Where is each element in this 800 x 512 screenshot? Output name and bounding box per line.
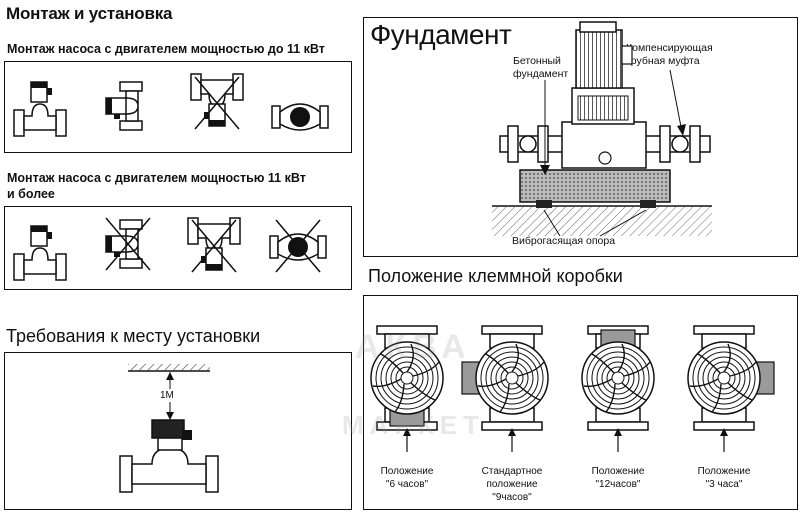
terminal-position-12 <box>581 325 655 453</box>
site-requirements-title: Требования к месту установки <box>6 326 261 346</box>
terminal-caption-12: Положение "12часов" <box>591 466 645 490</box>
concrete-foundation-label: Бетонный фундамент <box>513 55 569 80</box>
page-title: Монтаж и установка <box>6 4 173 23</box>
terminal-caption-9: Стандартное положение "9часов" <box>481 466 543 503</box>
mount-large-heading-line1: Монтаж насоса с двигателем мощностью 11 … <box>7 171 306 185</box>
terminal-caption-6: Положение "6 часов" <box>380 466 434 490</box>
foundation-title: Фундамент <box>370 19 512 50</box>
pipe-coupling-label: Компенсирующая трубная муфта <box>626 42 713 67</box>
vibration-support-label: Виброгасящая опора <box>512 235 616 247</box>
terminal-position-3 <box>687 325 775 453</box>
terminal-position-6 <box>370 325 444 453</box>
clearance-label: 1М <box>160 389 174 402</box>
mount-large-heading-line2: и более <box>7 187 55 201</box>
terminal-box-title: Положение клеммной коробки <box>368 266 623 286</box>
mount-large-heading: Монтаж насоса с двигателем мощностью 11 … <box>7 170 306 202</box>
terminal-caption-3: Положение "3 часа" <box>697 466 751 490</box>
terminal-position-9 <box>461 325 549 453</box>
mount-small-heading: Монтаж насоса с двигателем мощностью до … <box>7 42 325 56</box>
